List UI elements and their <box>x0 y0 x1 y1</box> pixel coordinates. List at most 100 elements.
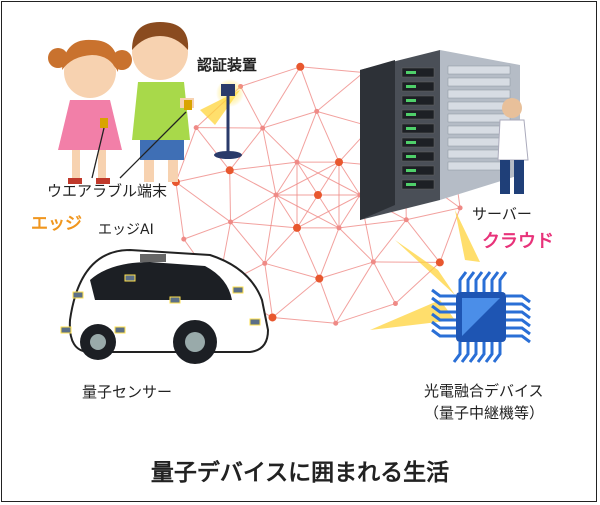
server-led <box>406 113 416 116</box>
network-link <box>372 261 396 304</box>
network-node <box>403 217 409 223</box>
server-slot <box>401 123 435 134</box>
server-slot <box>401 67 435 78</box>
auth-device-icon <box>214 79 244 159</box>
network-link <box>262 110 317 129</box>
network-link <box>230 194 277 223</box>
chip-trace <box>474 271 484 292</box>
network-link <box>338 194 361 229</box>
chip-trace <box>506 318 531 328</box>
network-link <box>264 263 273 318</box>
server-rack-icon <box>360 50 520 220</box>
server-slot <box>401 137 435 148</box>
network-node <box>193 125 199 131</box>
chip-trace <box>468 342 478 363</box>
chip-trace <box>431 328 456 338</box>
network-link <box>299 66 318 112</box>
edge-label: エッジ <box>31 214 82 234</box>
network-node <box>370 259 376 265</box>
server-slot <box>401 95 435 106</box>
network-link <box>275 161 298 196</box>
network-link <box>338 161 361 196</box>
network-link <box>183 221 231 240</box>
server-slot <box>401 179 435 190</box>
chip-trace <box>460 342 470 363</box>
server-led <box>406 183 416 186</box>
network-node <box>228 219 234 225</box>
network-node <box>294 159 300 165</box>
network-link <box>275 194 298 229</box>
network-link <box>300 66 364 74</box>
girl-figure <box>48 39 132 184</box>
chip-trace <box>466 271 476 292</box>
wearable-label: ウエアラブル端末 <box>47 182 168 200</box>
network-link <box>240 66 301 87</box>
chip-trace <box>506 326 531 336</box>
quantum-sensor-icon <box>124 274 136 282</box>
server-led <box>406 141 416 144</box>
network-link <box>318 278 337 324</box>
photonic-chip-icon <box>431 271 531 363</box>
network-node <box>181 236 187 242</box>
network-link <box>195 127 231 171</box>
network-link <box>296 227 320 279</box>
chip-trace <box>498 271 508 292</box>
network-link <box>262 127 277 196</box>
network-node <box>315 274 324 283</box>
network-node <box>457 205 463 211</box>
chip-trace <box>506 302 531 312</box>
network-link <box>296 111 318 163</box>
network-node <box>392 301 398 307</box>
chip-trace <box>506 310 531 320</box>
server-label: サーバー <box>472 205 532 223</box>
network-node <box>335 158 343 167</box>
wearable-device-icon <box>100 118 108 128</box>
chip-trace <box>458 271 468 292</box>
network-link <box>335 261 374 324</box>
network-link <box>264 194 277 264</box>
network-link <box>296 161 361 196</box>
quantum-sensor-icon <box>169 296 181 304</box>
network-link <box>272 316 336 324</box>
device-label-line1: 光電融合デバイス <box>424 382 544 400</box>
network-link <box>175 181 231 223</box>
technician-figure <box>497 98 529 194</box>
network-link <box>175 169 230 183</box>
server-led <box>406 71 416 74</box>
cloud-label: クラウド <box>482 231 554 252</box>
chip-trace <box>431 296 456 306</box>
server-led <box>406 169 416 172</box>
network-link <box>406 207 461 221</box>
server-slot <box>447 89 511 99</box>
network-node <box>435 258 444 267</box>
pointer-line <box>119 111 187 179</box>
network-link <box>405 219 441 263</box>
network-node <box>262 260 268 266</box>
chip-trace <box>452 342 462 363</box>
network-node <box>314 191 322 199</box>
autonomous-car-icon <box>60 248 270 364</box>
network-link <box>229 161 298 171</box>
boy-figure <box>132 22 194 182</box>
server-slot <box>447 113 511 123</box>
device-label-line2: （量子中継機等） <box>424 404 545 422</box>
pointer-line <box>91 127 105 179</box>
server-slot <box>447 101 511 111</box>
network-link <box>229 127 264 171</box>
chip-trace <box>490 271 500 292</box>
network-link <box>264 262 320 280</box>
network-link <box>262 66 301 129</box>
wearable-device-icon <box>184 100 192 110</box>
quantum-sensor-icon <box>114 326 126 334</box>
chip-trace <box>431 320 456 330</box>
network-link <box>175 182 185 240</box>
network-link <box>272 278 320 318</box>
network-link <box>319 261 374 280</box>
network-node <box>314 108 320 114</box>
network-node <box>268 313 277 322</box>
network-node <box>273 192 279 198</box>
network-link <box>262 127 298 163</box>
server-slot <box>401 151 435 162</box>
auth-device-label: 認証装置 <box>197 56 258 74</box>
